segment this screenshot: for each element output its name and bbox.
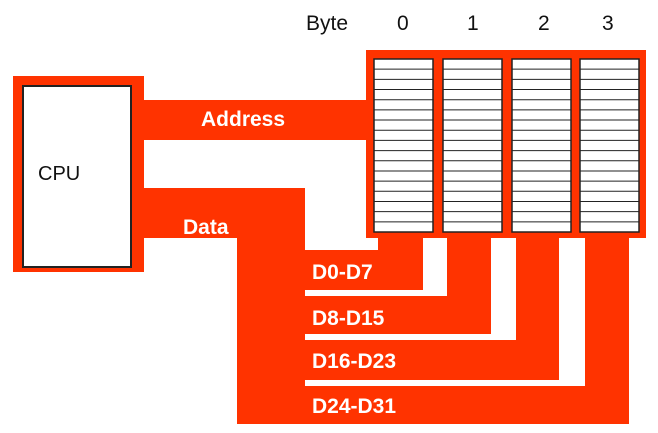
byte-header: Byte bbox=[306, 12, 349, 35]
data-label: Data bbox=[183, 216, 229, 239]
lane-drop-1 bbox=[447, 238, 491, 334]
byte-number-0: 0 bbox=[397, 12, 409, 35]
memory-column-3 bbox=[579, 58, 640, 233]
cpu-label: CPU bbox=[38, 163, 81, 185]
byte-number-2: 2 bbox=[538, 12, 550, 35]
lane-drop-0 bbox=[378, 238, 423, 288]
lane-drop-2 bbox=[516, 238, 559, 380]
memory-column-0 bbox=[373, 58, 434, 233]
lane-label-1: D8-D15 bbox=[312, 307, 385, 330]
memory-columns bbox=[373, 58, 640, 233]
cpu-box bbox=[22, 85, 132, 268]
lane-label-3: D24-D31 bbox=[312, 395, 397, 418]
lane-drop-3 bbox=[585, 238, 629, 424]
address-label: Address bbox=[201, 108, 286, 131]
byte-number-3: 3 bbox=[602, 12, 614, 35]
memory-column-1 bbox=[442, 58, 503, 233]
lane-label-2: D16-D23 bbox=[312, 350, 397, 373]
lane-label-0: D0-D7 bbox=[312, 261, 373, 284]
lane-bar-3 bbox=[237, 386, 629, 424]
byte-number-1: 1 bbox=[467, 12, 479, 35]
address-bus bbox=[140, 100, 372, 140]
memory-column-2 bbox=[511, 58, 572, 233]
data-bus bbox=[140, 188, 305, 412]
